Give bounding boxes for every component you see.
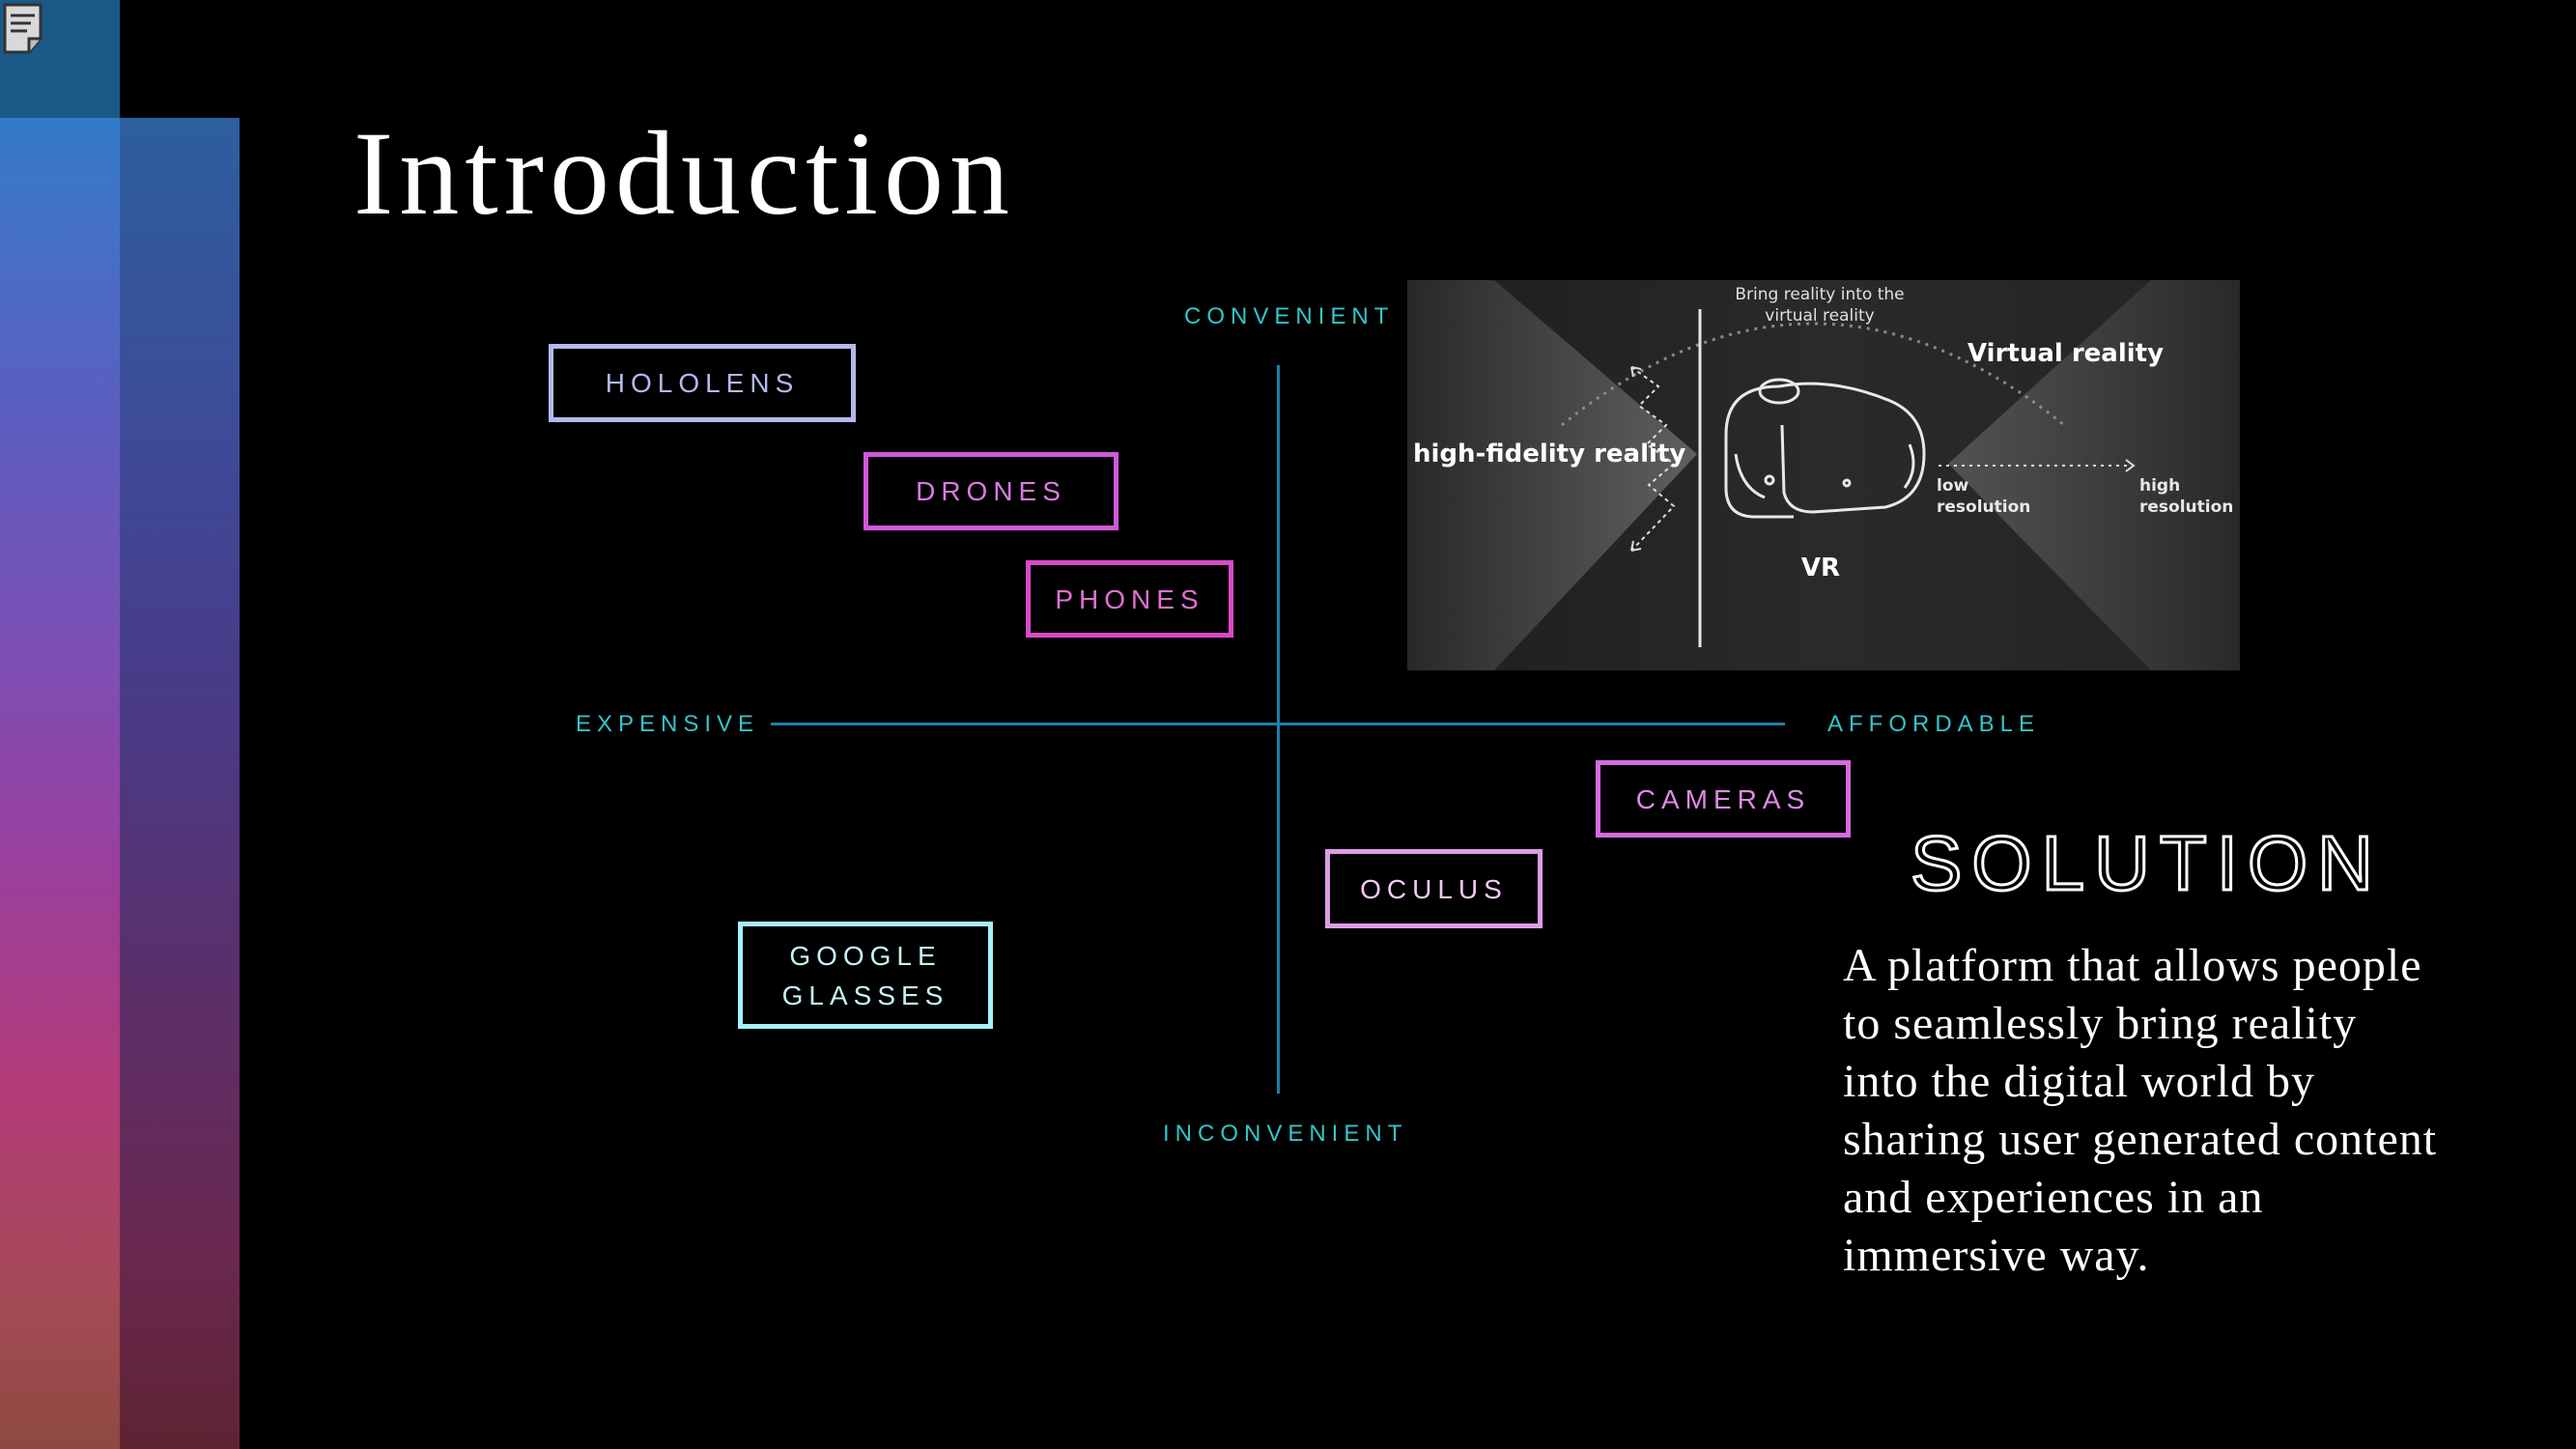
horizontal-axis-line (771, 723, 1785, 725)
item-box-cameras: CAMERAS (1596, 760, 1851, 838)
item-box-hololens: HOLOLENS (549, 344, 856, 422)
axis-label-convenient: CONVENIENT (1184, 303, 1395, 329)
item-box-drones: DRONES (863, 452, 1118, 530)
label-vr: VR (1801, 554, 1840, 582)
slide-title: Introduction (354, 107, 1015, 240)
item-label-phones: PHONES (1055, 583, 1204, 614)
inner-gradient-bar (120, 118, 240, 1449)
right-light-cone (1948, 280, 2240, 670)
item-label-drones: DRONES (916, 476, 1066, 506)
left-gradient-bar (0, 0, 120, 1449)
item-label-oculus: OCULUS (1360, 873, 1508, 904)
solution-heading: SOLUTION (1910, 820, 2383, 906)
item-label-cameras: CAMERAS (1635, 783, 1811, 814)
vr-headset-icon (1724, 378, 1926, 519)
left-light-cone (1407, 280, 1697, 670)
solution-description: A platform that allows people to seamles… (1843, 940, 2438, 1281)
item-box-phones: PHONES (1026, 560, 1233, 638)
axis-label-expensive: EXPENSIVE (576, 711, 760, 737)
item-box-google-glasses: GOOGLE GLASSES (738, 922, 993, 1029)
vr-infographic: Bring reality into the virtual reality h… (1407, 280, 2240, 670)
caption-top-line2: virtual reality (1765, 306, 1874, 326)
label-low-resolution: resolution (1937, 497, 2030, 517)
label-low: low (1937, 476, 1969, 496)
item-label-hololens: HOLOLENS (605, 368, 800, 398)
speaker-notes-icon[interactable] (2, 2, 44, 56)
item-label-glasses: GLASSES (781, 980, 949, 1010)
caption-top-line1: Bring reality into the (1735, 285, 1904, 304)
item-box-oculus: OCULUS (1325, 849, 1543, 928)
axis-label-affordable: AFFORDABLE (1827, 711, 2041, 737)
zigzag-arrow (1630, 366, 1676, 552)
label-high: high (2139, 476, 2180, 496)
axis-label-inconvenient: INCONVENIENT (1163, 1121, 1408, 1147)
item-label-google: GOOGLE (789, 940, 942, 971)
vertical-axis-line (1277, 365, 1280, 1094)
label-high-fidelity: high-fidelity reality (1413, 440, 1685, 469)
label-virtual-reality: Virtual reality (1967, 339, 2164, 368)
label-high-resolution: resolution (2139, 497, 2233, 517)
